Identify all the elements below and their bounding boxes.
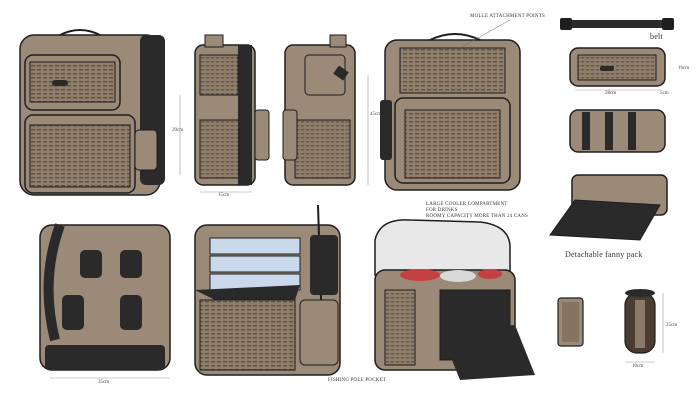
dimension-fanny-28: 28cm [605,91,617,96]
belt-illustration [560,18,674,30]
dimension-height-29: 29cm [172,128,184,133]
cooler-label-line2: FOR DRINKS [426,208,458,213]
dimension-fanny-5: 5cm [660,91,669,96]
small-pouch [557,297,584,347]
dimension-height-45: 45cm [370,112,382,117]
backpack-back-view [39,223,171,379]
fanny-pack-front [569,47,666,91]
molle-attachment-label: MOLLE ATTACHMENT POINTS [470,14,545,19]
cooler-label-line3: ROOMY CAPACITY MORE THAN 24 CANS [426,214,529,219]
belt-label: belt [650,32,663,41]
fanny-pack-open [549,174,668,241]
dimension-fanny-16: 16cm [678,66,690,71]
bottle-holder [624,289,664,363]
backpack-tackle-open-view [194,204,341,376]
fanny-pack-back [569,109,666,153]
backpack-cooler-view [374,219,535,380]
dimension-width-15: 15cm [218,193,230,198]
dimension-holder-10: 10cm [632,364,644,369]
backpack-molle-front-view [380,19,521,191]
backpack-side-view-left [179,34,270,193]
fishing-pole-pocket-label: FISHING POLE POCKET [328,378,386,383]
dimension-back-35: 35cm [98,380,110,385]
fanny-pack-label: Detachable fanny pack [565,250,643,259]
cooler-label-line1: LARGE COOLER COMPARTMENT [426,202,508,207]
backpack-front-view [19,29,165,196]
dimension-holder-25: 25cm [666,323,678,328]
backpack-side-view-right [282,34,369,186]
